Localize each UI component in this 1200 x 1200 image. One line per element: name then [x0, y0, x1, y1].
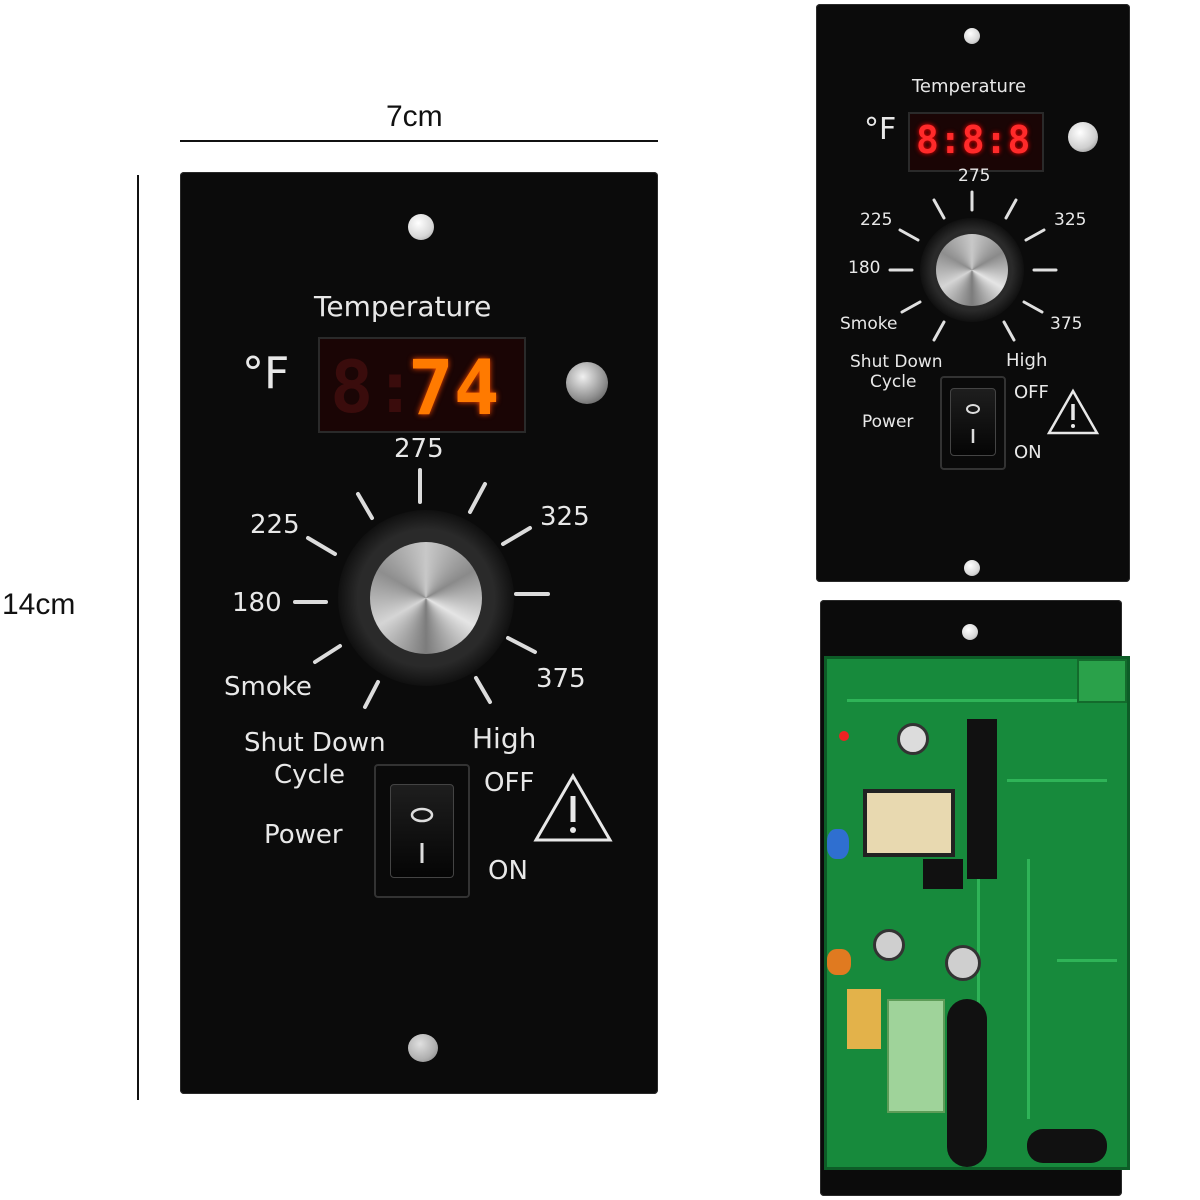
rocker-symbols [410, 807, 434, 863]
ic-chip [923, 859, 963, 889]
capacitor-orange [827, 949, 851, 975]
pcb-top-mount-hole [962, 624, 978, 640]
display-value: 74 [408, 343, 500, 432]
thumb-dial-label-180: 180 [848, 258, 881, 278]
thumb-temperature-display: 8:8:8 [908, 112, 1044, 172]
thumbnail-controller-panel: Temperature °F 8:8:8 275 225 325 180 375… [816, 4, 1130, 582]
thumb-dial-label-smoke: Smoke [840, 314, 898, 334]
thumb-shutdown-label-line1: Shut Down [850, 352, 943, 372]
power-switch-bezel [374, 764, 470, 898]
capacitor [897, 723, 929, 755]
thumb-bottom-mount-hole [964, 560, 980, 576]
thumb-power-switch-bezel [940, 376, 1006, 470]
power-label: Power [264, 820, 343, 850]
main-controller-panel: Temperature °F 8: 74 275 225 325 180 Smo… [180, 172, 658, 1094]
wire-harness [1027, 1129, 1107, 1163]
height-dimension-line [137, 175, 139, 1100]
off-label: OFF [484, 768, 535, 798]
temperature-display: 8: 74 [318, 337, 526, 433]
dial-label-225: 225 [250, 510, 300, 540]
pcb-trace [1027, 859, 1030, 1119]
thumb-power-label: Power [862, 412, 914, 432]
height-label: 14cm [2, 588, 76, 621]
thumb-warning-triangle-icon [1046, 388, 1100, 435]
thumb-dial-label-275: 275 [958, 166, 991, 186]
probe-screw [566, 362, 608, 404]
shutdown-cycle-label-line1: Shut Down [244, 728, 386, 758]
thumb-dial-label-325: 325 [1054, 210, 1087, 230]
thumb-top-mount-hole [964, 28, 980, 44]
led-red [839, 731, 849, 741]
terminal-block [1077, 659, 1127, 703]
circuit-board [824, 656, 1130, 1170]
relay [847, 989, 881, 1049]
capacitor [945, 945, 981, 981]
pcb-trace [1057, 959, 1117, 962]
shutdown-cycle-label-line2: Cycle [274, 760, 346, 790]
dial-label-high: High [472, 722, 537, 755]
dial-label-325: 325 [540, 502, 590, 532]
dial-label-275: 275 [394, 434, 444, 464]
thumb-unit-label: °F [864, 112, 897, 147]
thumb-power-rocker-switch[interactable] [950, 388, 996, 456]
bottom-mount-hole [408, 1034, 438, 1062]
thumb-temperature-title: Temperature [912, 76, 1027, 97]
fuse-holder [887, 999, 945, 1113]
warning-triangle-icon [533, 773, 613, 842]
ic-chip [967, 719, 997, 879]
capacitor [873, 929, 905, 961]
top-mount-hole [408, 214, 434, 240]
knob-cap [370, 542, 482, 654]
unit-label: °F [242, 348, 290, 399]
thumb-rocker-symbols [966, 404, 980, 443]
thumb-dial-label-225: 225 [860, 210, 893, 230]
thumb-on-label: ON [1014, 442, 1042, 463]
temperature-knob[interactable] [338, 510, 514, 686]
wire-harness [947, 999, 987, 1167]
thumb-probe-screw [1068, 122, 1098, 152]
thumb-off-label: OFF [1014, 382, 1049, 403]
dial-label-smoke: Smoke [224, 672, 312, 702]
display-ghost-digits: 8: [330, 345, 417, 429]
capacitor-blue [827, 829, 849, 859]
dial-ticks [293, 468, 550, 709]
transformer [863, 789, 955, 857]
temperature-title: Temperature [314, 290, 492, 323]
on-label: ON [488, 856, 528, 886]
width-dimension-line [180, 140, 658, 142]
width-label: 7cm [386, 100, 443, 133]
dial-label-375: 375 [536, 664, 586, 694]
thumb-high-label: High [1006, 350, 1048, 371]
pcb-trace [847, 699, 1087, 702]
thumb-knob-cap [936, 234, 1008, 306]
dial-label-180: 180 [232, 588, 282, 618]
thumb-dial-ticks [888, 190, 1058, 342]
thumb-display-value: 8:8:8 [916, 118, 1031, 162]
thumb-shutdown-label-line2: Cycle [870, 372, 917, 392]
power-rocker-switch[interactable] [390, 784, 454, 878]
thumb-dial-label-375: 375 [1050, 314, 1083, 334]
thumb-temperature-knob[interactable] [920, 218, 1024, 322]
pcb-trace [1007, 779, 1107, 782]
